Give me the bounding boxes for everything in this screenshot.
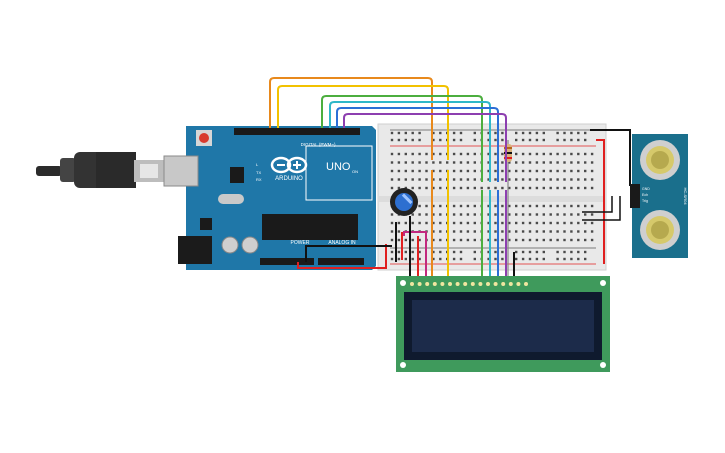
led-label-tx: TX [256, 170, 261, 175]
power-label: POWER [291, 240, 310, 246]
led-label-l: L [256, 162, 259, 167]
analog-label: ANALOG IN [328, 240, 356, 246]
power-header [260, 258, 314, 265]
model-label: UNO [326, 161, 351, 173]
sensor-pin-trig: Trig [642, 199, 648, 203]
ultrasonic-sensor[interactable]: GND Ech Trig HC-SR04 [630, 134, 688, 258]
breadboard[interactable] [377, 123, 607, 271]
lcd-screen [412, 300, 594, 352]
wires [269, 77, 631, 290]
reset-button[interactable] [199, 133, 209, 143]
on-led-label: ON [352, 169, 358, 174]
digital-header-label: DIGITAL (PWM~) [301, 142, 336, 147]
digital-header [234, 128, 360, 135]
potentiometer[interactable] [390, 188, 418, 216]
led-label-rx: RX [256, 177, 262, 182]
sensor-pin-echo: Ech [642, 193, 648, 197]
arduino-board[interactable]: ARDUINO UNO DIGITAL (PWM~) L TX RX ON PO… [163, 126, 376, 270]
sensor-model-label: HC-SR04 [683, 187, 688, 205]
brand-label: ARDUINO [275, 176, 303, 182]
sensor-pin-gnd: GND [642, 187, 650, 191]
lcd-display[interactable] [396, 276, 610, 372]
microcontroller-chip [262, 214, 358, 240]
analog-header [318, 258, 364, 265]
breadboard-holes [390, 131, 594, 261]
usb-cable[interactable] [36, 152, 164, 188]
lcd-pin-header [410, 282, 528, 286]
